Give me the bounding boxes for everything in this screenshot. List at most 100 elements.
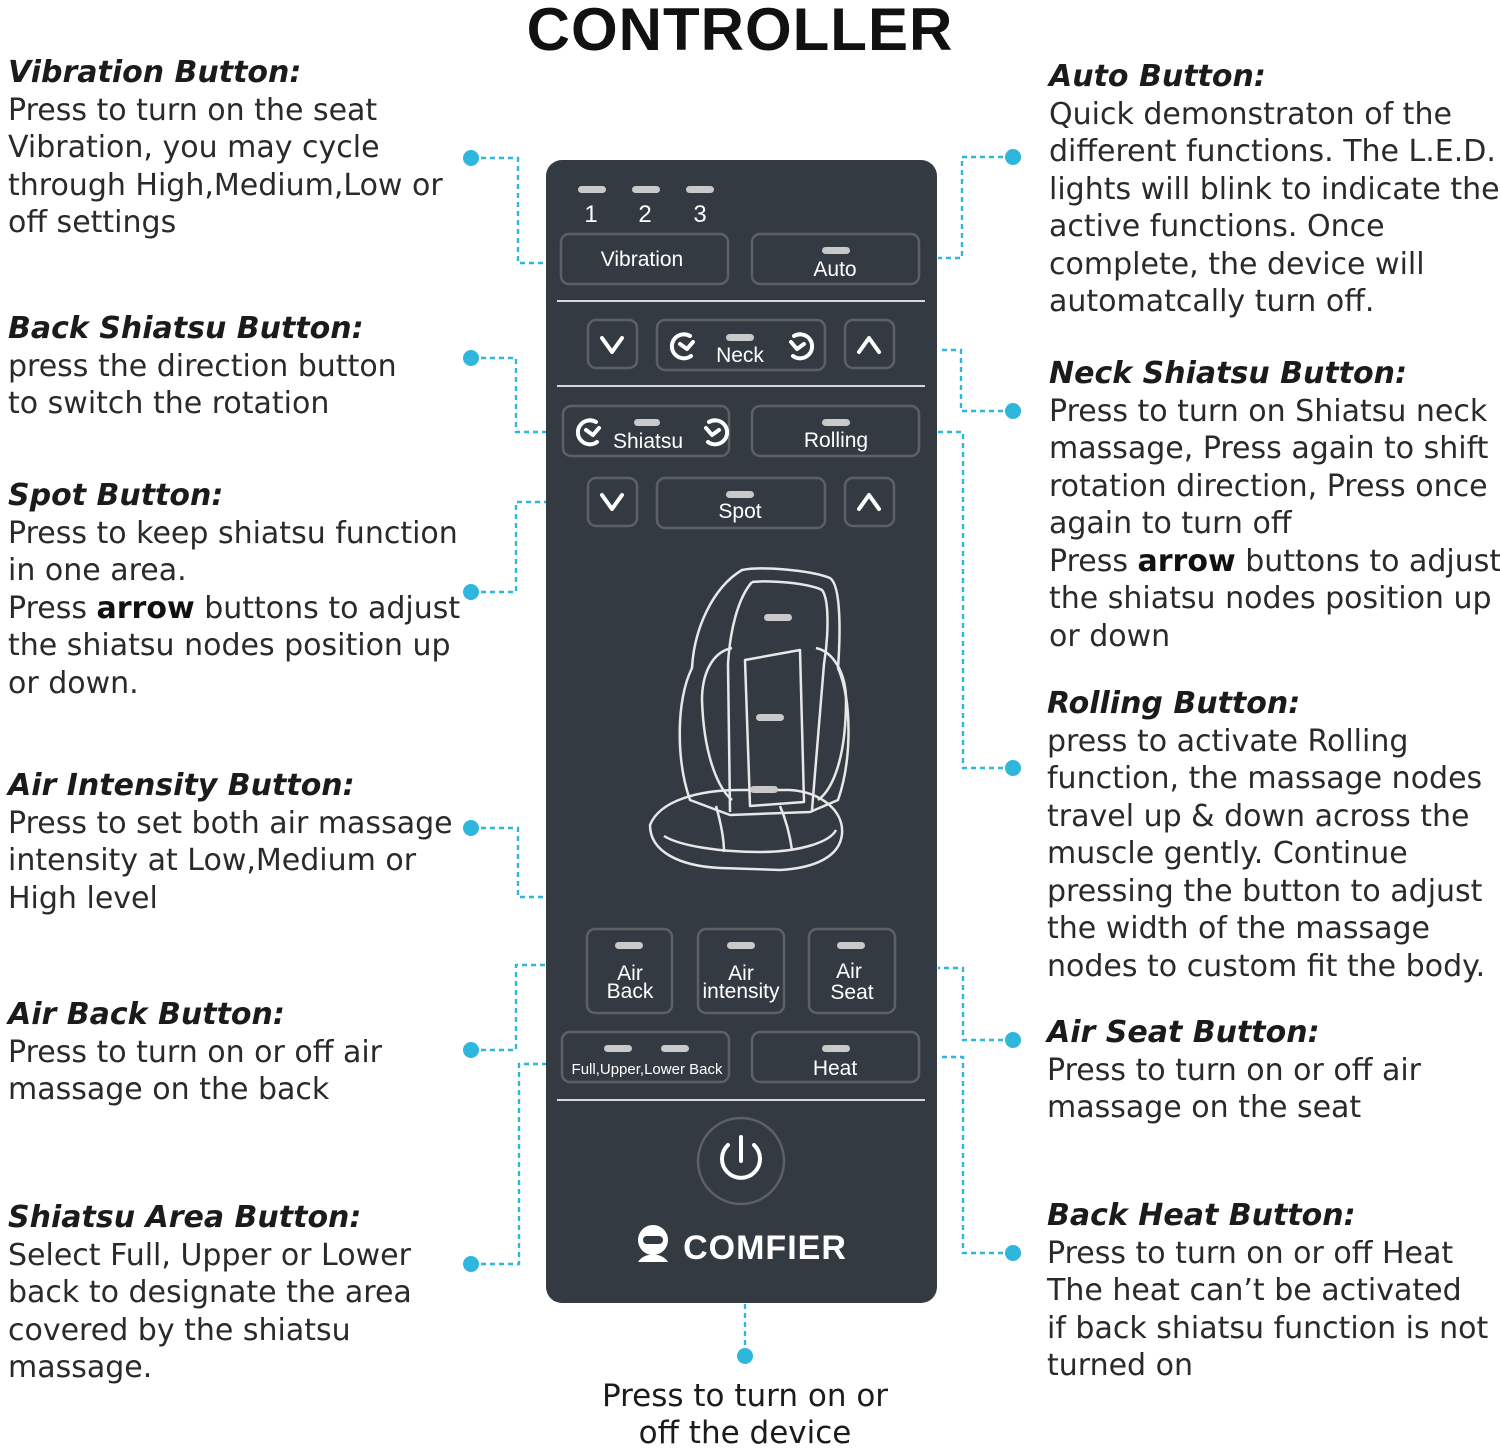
- heat-button[interactable]: Heat: [750, 1030, 921, 1084]
- rolling-line: press to activate Rolling: [1047, 723, 1409, 759]
- vibration-heading: Vibration Button:: [8, 55, 302, 90]
- neck-shiatsu-line: or down: [1049, 618, 1171, 654]
- area-led-1: [604, 1045, 632, 1052]
- back-heat-line: turned on: [1047, 1348, 1194, 1383]
- rolling-line: the width of the massage: [1047, 911, 1430, 946]
- neck-shiatsu-line: again to turn off: [1049, 506, 1292, 541]
- shiatsu-area-line: back to designate the area: [8, 1275, 412, 1310]
- massage-chair-icon: [648, 567, 850, 872]
- vibration-leader-dot: [463, 150, 479, 166]
- air-seat-line: Press to turn on or off air: [1047, 1052, 1422, 1088]
- air-seat-label-line-2: Seat: [830, 981, 873, 1004]
- vibration-description: Vibration Button: Press to turn on the s…: [8, 54, 443, 242]
- air-back-heading: Air Back Button:: [8, 997, 285, 1032]
- neck-shiatsu-line: Press to turn on Shiatsu neck: [1049, 393, 1488, 429]
- power-description: Press to turn on or off the device: [540, 1378, 950, 1452]
- back-shiatsu-line: press the direction button: [8, 348, 397, 384]
- spot-heading: Spot Button:: [8, 478, 224, 513]
- auto-button-label: Auto: [813, 258, 856, 281]
- neck-shiatsu-arrow-line: Press arrow buttons to adjust: [1049, 543, 1500, 581]
- spot-arrow-after: buttons to adjust: [194, 590, 461, 626]
- air-back-button[interactable]: Air Back: [585, 927, 674, 1015]
- air-seat-button[interactable]: Air Seat: [807, 927, 897, 1015]
- spot-button[interactable]: Spot: [655, 476, 827, 530]
- air-intensity-line: intensity at Low,Medium or: [8, 843, 417, 878]
- power-icon: [720, 1135, 762, 1180]
- shiatsu-area-leader-dot: [463, 1256, 479, 1272]
- rotate-left-icon: [575, 418, 601, 447]
- rotate-right-icon: [704, 418, 730, 447]
- controller-panel: [546, 160, 937, 1303]
- neck-shiatsu-leader-dot: [1005, 403, 1021, 419]
- level-1-label: 1: [584, 201, 597, 228]
- spot-leader: [472, 500, 546, 594]
- neck-arrow-before: Press: [1049, 543, 1138, 579]
- back-heat-leader-dot: [1005, 1245, 1021, 1261]
- back-shiatsu-description: Back Shiatsu Button: press the direction…: [8, 310, 397, 423]
- rolling-line: nodes to custom fit the body.: [1047, 948, 1486, 984]
- low-node-led: [750, 786, 778, 793]
- spot-arrow-before: Press: [8, 590, 97, 626]
- rolling-leader-dot: [1005, 760, 1021, 776]
- auto-line: automatcally turn off.: [1049, 284, 1375, 319]
- auto-leader-dot: [1005, 149, 1021, 165]
- vibration-button-label: Vibration: [601, 248, 684, 271]
- comfier-logo-icon: [638, 1225, 668, 1262]
- air-seat-line: massage on the seat: [1047, 1090, 1362, 1125]
- auto-line: complete, the device will: [1049, 246, 1425, 282]
- vibration-line: off settings: [8, 205, 177, 240]
- rolling-leader: [938, 430, 1012, 770]
- page-title: CONTROLLER: [526, 0, 954, 63]
- rolling-line: travel up & down across the: [1047, 798, 1470, 834]
- rolling-line: pressing the button to adjust: [1047, 873, 1483, 909]
- rolling-description: Rolling Button: press to activate Rollin…: [1047, 685, 1485, 985]
- auto-line: lights will blink to indicate the: [1049, 171, 1500, 207]
- shiatsu-led: [634, 419, 660, 426]
- shiatsu-area-leader: [472, 1062, 546, 1266]
- air-seat-description: Air Seat Button: Press to turn on or off…: [1047, 1014, 1421, 1127]
- air-intensity-line: High level: [8, 880, 158, 916]
- air-seat-leader-dot: [1005, 1032, 1021, 1048]
- auto-line: active functions. Once: [1049, 209, 1385, 244]
- spot-line: or down.: [8, 665, 139, 701]
- rolling-button[interactable]: Rolling: [750, 404, 921, 458]
- back-heat-line: if back shiatsu function is not: [1047, 1310, 1489, 1346]
- neck-button[interactable]: Neck: [655, 318, 827, 372]
- spot-up-button[interactable]: [843, 476, 896, 528]
- back-heat-heading: Back Heat Button:: [1047, 1198, 1356, 1233]
- air-intensity-leader-dot: [463, 820, 479, 836]
- auto-description: Auto Button: Quick demonstraton of the d…: [1049, 58, 1500, 321]
- spot-leader-dot: [463, 584, 479, 600]
- neck-up-button[interactable]: [843, 318, 896, 370]
- brand-name: COMFIER: [683, 1229, 847, 1267]
- auto-line: Quick demonstraton of the: [1049, 96, 1452, 132]
- neck-down-button[interactable]: [586, 318, 639, 370]
- rolling-button-label: Rolling: [804, 429, 868, 452]
- neck-shiatsu-leader: [938, 348, 1012, 413]
- rolling-led: [822, 419, 850, 426]
- level-2-label: 2: [638, 201, 651, 228]
- vibration-leader: [472, 156, 546, 265]
- power-button[interactable]: [696, 1116, 786, 1206]
- back-heat-line: The heat can’t be activated: [1047, 1273, 1462, 1308]
- shiatsu-area-button[interactable]: Full,Upper,Lower Back: [560, 1030, 731, 1084]
- neck-node-led: [764, 614, 792, 621]
- neck-arrow-after: buttons to adjust: [1235, 543, 1500, 579]
- shiatsu-area-description: Shiatsu Area Button: Select Full, Upper …: [8, 1199, 412, 1387]
- air-back-description: Air Back Button: Press to turn on or off…: [8, 996, 382, 1109]
- rotate-right-icon: [789, 332, 815, 361]
- air-intensity-button[interactable]: Air intensity: [696, 927, 786, 1015]
- auto-leader: [938, 155, 1012, 260]
- neck-shiatsu-description: Neck Shiatsu Button: Press to turn on Sh…: [1049, 355, 1500, 655]
- auto-line: different functions. The L.E.D.: [1049, 134, 1496, 169]
- auto-button[interactable]: Auto: [750, 232, 921, 286]
- neck-button-label: Neck: [716, 344, 764, 367]
- air-intensity-label-line-1: Air: [728, 962, 754, 985]
- back-shiatsu-button[interactable]: Shiatsu: [561, 404, 731, 458]
- spot-down-button[interactable]: [586, 476, 639, 528]
- air-back-leader: [472, 963, 546, 1052]
- neck-led: [726, 334, 754, 341]
- neck-shiatsu-heading: Neck Shiatsu Button:: [1049, 356, 1407, 391]
- vibration-button[interactable]: Vibration: [559, 232, 730, 286]
- auto-led: [822, 247, 850, 254]
